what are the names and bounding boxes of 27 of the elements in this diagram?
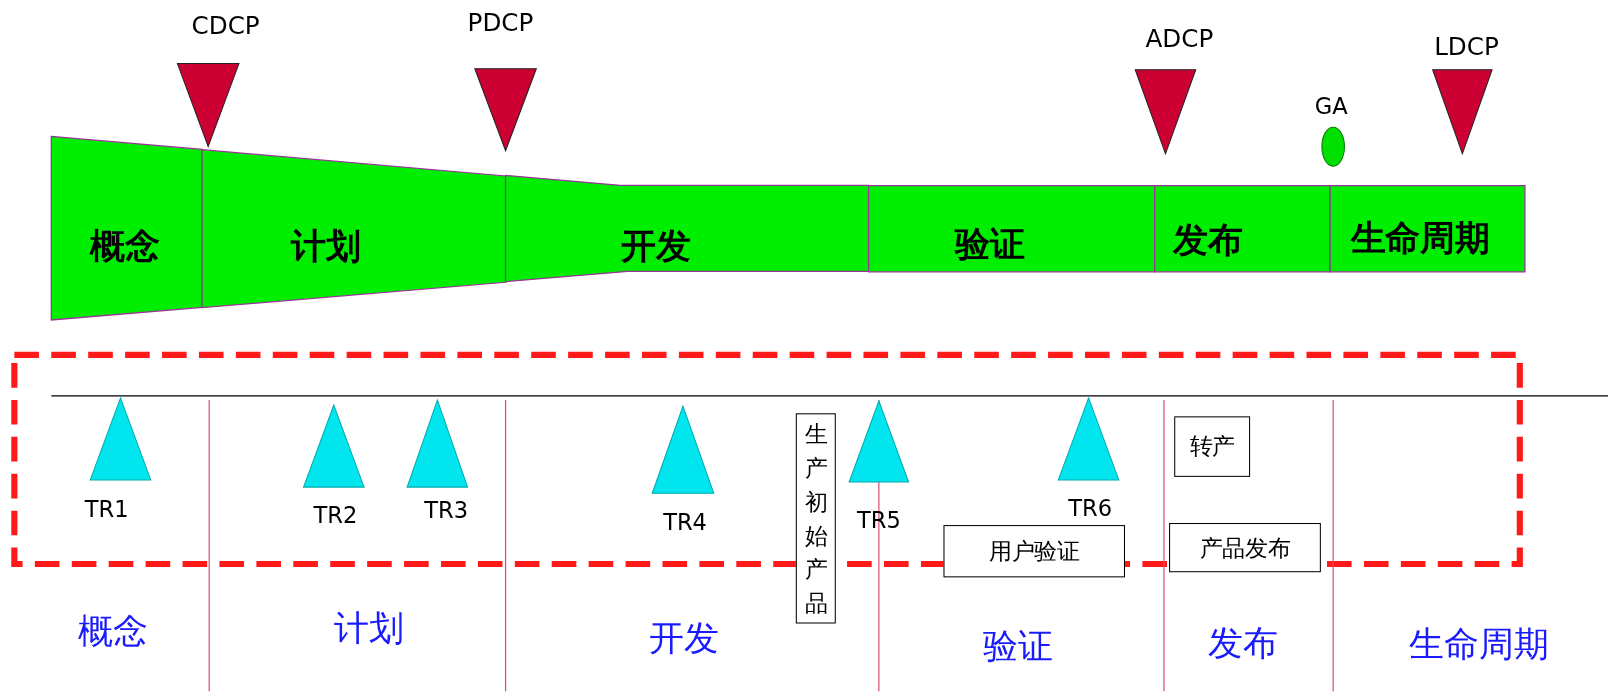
review-label: TR1 [84,498,129,521]
milestone-label: PDCP [467,10,534,35]
milestone-label: CDCP [191,13,260,38]
phase-name: 生命周期 [1350,220,1491,256]
milestone-label: ADCP [1145,26,1214,52]
activity-box: 产品发布 [1169,523,1321,573]
phase-caption: 生命周期 [1409,626,1549,662]
phase-caption: 概念 [77,613,148,649]
phase-name: 发布 [1173,222,1243,258]
review-label: TR3 [424,499,468,522]
phase-caption: 开发 [649,620,719,656]
phase-name: 计划 [291,228,361,264]
activity-box: 转产 [1174,416,1251,477]
milestone-label: GA [1314,95,1348,118]
activity-box: 生产初始产品 [795,413,836,624]
review-label: TR2 [313,504,358,528]
phase-name: 概念 [90,228,160,264]
milestone-label: LDCP [1434,34,1499,60]
review-label: TR4 [663,511,707,535]
phase-caption: 验证 [983,628,1054,664]
phase-caption: 计划 [334,610,405,646]
review-label: TR5 [856,509,901,533]
phase-caption: 发布 [1208,625,1278,661]
phase-name: 验证 [954,226,1025,262]
phase-name: 开发 [621,228,692,264]
activity-box: 用户验证 [943,525,1125,578]
review-label: TR6 [1068,497,1113,520]
